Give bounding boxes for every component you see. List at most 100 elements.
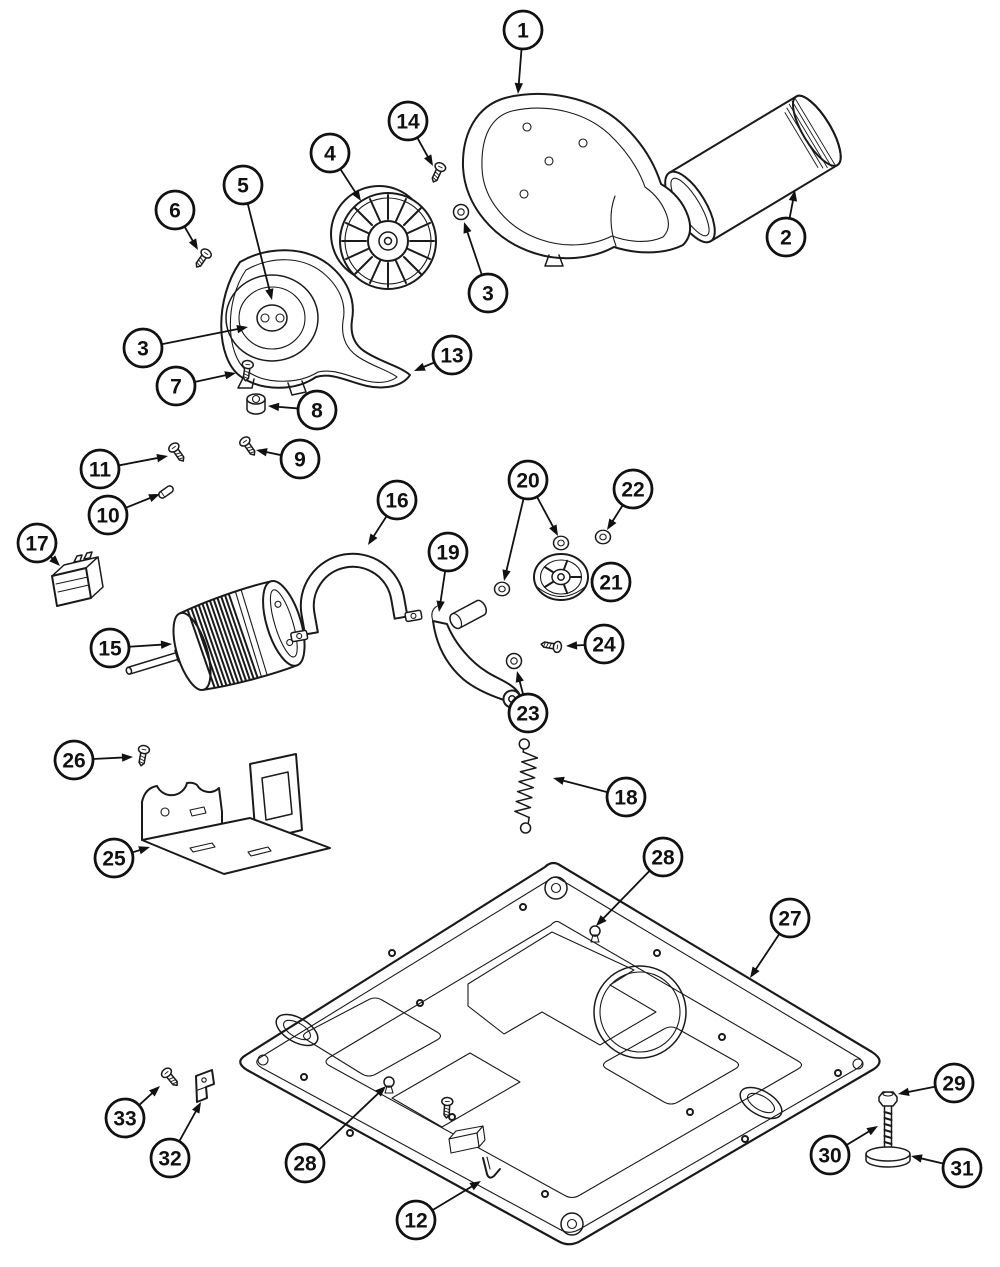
callout-29-33: 29 [898, 1062, 975, 1104]
svg-text:22: 22 [621, 479, 644, 502]
svg-text:32: 32 [158, 1148, 181, 1171]
callout-10-13: 10 [87, 494, 160, 536]
callout-30-32: 30 [809, 1126, 878, 1176]
svg-text:14: 14 [396, 111, 420, 134]
svg-text:26: 26 [62, 750, 85, 773]
callout-20-17: 20 [502, 459, 558, 581]
svg-text:5: 5 [237, 175, 249, 198]
leveling-stud-part [883, 1105, 893, 1149]
screw-24-part [539, 637, 564, 654]
svg-text:3: 3 [482, 283, 494, 306]
svg-text:2: 2 [780, 227, 792, 250]
keyhole-28b-part [383, 1076, 395, 1094]
svg-text:1: 1 [517, 20, 529, 43]
callout-11-12: 11 [79, 448, 168, 490]
callout-24-20: 24 [566, 623, 625, 665]
roller-pin-part [158, 485, 174, 499]
drive-motor-part [125, 580, 306, 691]
svg-text:18: 18 [614, 787, 638, 810]
exhaust-duct-part [664, 94, 842, 244]
base-panel-part [239, 861, 881, 1246]
svg-text:28: 28 [651, 847, 675, 870]
leveling-leg-part [865, 1091, 911, 1168]
leveling-foot-part [865, 1146, 911, 1168]
keyhole-28a-part [589, 925, 601, 943]
leveling-nut-part [878, 1091, 898, 1107]
screw-26-part [134, 743, 151, 768]
svg-text:4: 4 [324, 143, 336, 166]
callout-13-8: 13 [414, 334, 473, 376]
callout-25-25: 25 [93, 837, 150, 879]
callout-4-2: 4 [309, 132, 361, 201]
callout-18-23: 18 [553, 776, 647, 818]
washer-23-part [505, 652, 523, 670]
hold-down-clip-part [482, 1156, 501, 1179]
svg-text:12: 12 [404, 1210, 427, 1233]
callout-16-15: 16 [368, 479, 418, 545]
callout-7-9: 7 [155, 365, 236, 407]
callout-12-31: 12 [395, 1181, 481, 1241]
svg-text:27: 27 [778, 908, 801, 931]
callout-23-21: 23 [507, 671, 549, 734]
callout-22-18: 22 [607, 468, 654, 530]
screw-14-part [427, 160, 448, 186]
svg-text:19: 19 [436, 542, 459, 565]
svg-text:8: 8 [311, 400, 323, 423]
svg-text:29: 29 [942, 1073, 965, 1096]
screw-11-part [166, 440, 189, 465]
callout-32-30: 32 [149, 1102, 201, 1179]
idler-arm-part [431, 599, 522, 709]
svg-text:3: 3 [137, 338, 149, 361]
svg-text:30: 30 [818, 1145, 841, 1168]
callout-28-28: 28 [284, 1086, 386, 1184]
screw-6-part [191, 246, 214, 271]
callout-28-27: 28 [596, 836, 684, 926]
callout-3-7: 3 [122, 325, 248, 369]
blower-wheel-part [330, 185, 437, 290]
callout-27-26: 27 [750, 897, 811, 978]
callout-17-14: 17 [16, 522, 60, 566]
callout-9-11: 9 [256, 438, 321, 480]
svg-text:15: 15 [98, 638, 122, 661]
svg-text:25: 25 [102, 848, 126, 871]
mounting-bracket-part [195, 1069, 215, 1103]
svg-text:11: 11 [89, 459, 112, 482]
motor-grommet-part [246, 393, 266, 415]
svg-text:24: 24 [592, 634, 616, 657]
callout-33-29: 33 [104, 1086, 160, 1139]
svg-text:33: 33 [113, 1108, 136, 1131]
svg-text:20: 20 [516, 470, 539, 493]
callout-19-16: 19 [427, 531, 469, 612]
svg-text:17: 17 [25, 533, 48, 556]
screw-33-part [158, 1065, 183, 1090]
svg-text:6: 6 [169, 200, 181, 223]
blower-housing-part [461, 93, 692, 267]
svg-text:28: 28 [293, 1153, 317, 1176]
callout-31-34: 31 [911, 1147, 983, 1189]
callout-5-4: 5 [222, 164, 274, 300]
svg-text:23: 23 [516, 703, 539, 726]
screw-9-part [237, 434, 260, 459]
callout-2-3: 2 [765, 190, 807, 258]
washer-22-part [594, 529, 612, 545]
motor-clamp-part [290, 552, 423, 643]
svg-text:7: 7 [170, 376, 182, 399]
idler-pulley-part [533, 553, 589, 601]
callout-21-19: 21 [590, 561, 632, 603]
motor-bracket-part [141, 753, 331, 875]
washer-20b-part [552, 535, 570, 551]
callout-6-5: 6 [154, 189, 198, 250]
svg-text:9: 9 [294, 449, 306, 472]
idler-roller-part [449, 599, 488, 630]
callout-8-10: 8 [268, 389, 338, 431]
washer-3-part [452, 203, 470, 221]
svg-text:16: 16 [385, 490, 408, 513]
panel-box-part [448, 1125, 486, 1154]
callout-3-6: 3 [463, 222, 509, 314]
svg-text:31: 31 [950, 1158, 974, 1181]
idler-spring-part [514, 738, 539, 834]
svg-text:10: 10 [96, 505, 119, 528]
